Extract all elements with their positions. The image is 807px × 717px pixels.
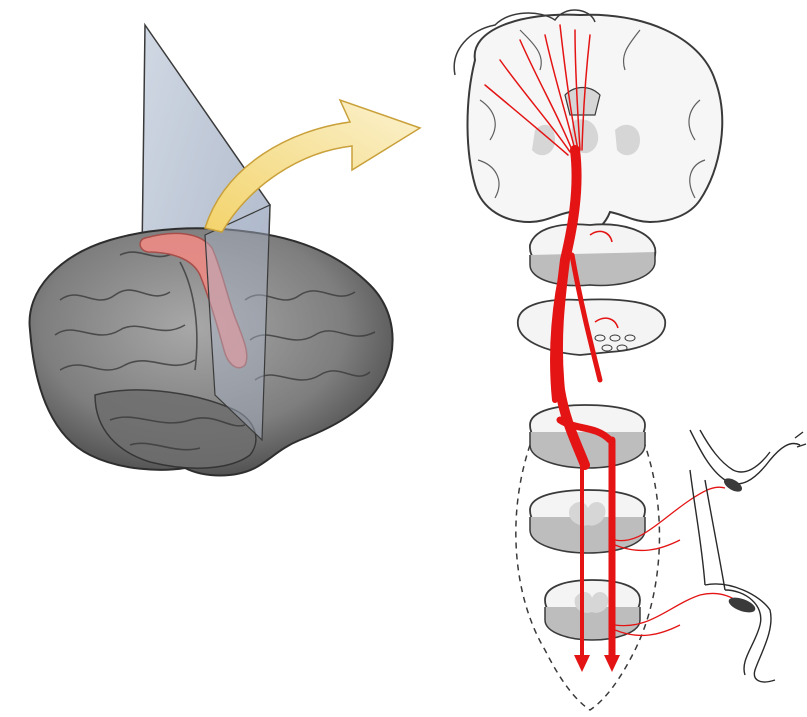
lumbar-segment xyxy=(545,580,640,640)
tract-arrowhead-left xyxy=(574,655,590,672)
corticospinal-pathway xyxy=(454,10,742,710)
tract-arrowhead-right xyxy=(604,655,620,672)
spinal-cord-outline xyxy=(516,445,660,710)
coronal-section-icon xyxy=(454,10,722,232)
human-figure-icon xyxy=(690,430,806,682)
cervical-segment xyxy=(530,490,645,553)
arm-muscle xyxy=(722,476,744,495)
brain-lateral-view xyxy=(30,25,393,476)
